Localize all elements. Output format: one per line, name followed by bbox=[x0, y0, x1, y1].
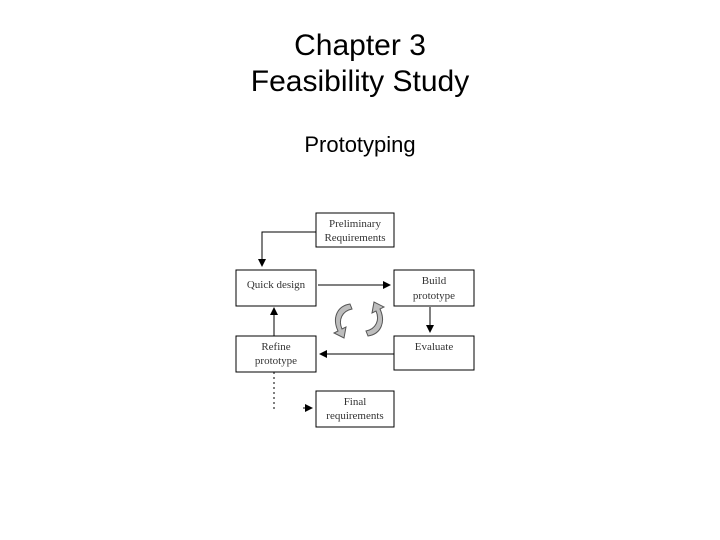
box-quick-design: Quick design bbox=[235, 269, 317, 307]
slide-title: Chapter 3 Feasibility Study bbox=[0, 28, 720, 100]
box-text: Refine bbox=[261, 341, 290, 353]
box-preliminary-requirements: Preliminary Requirements bbox=[315, 212, 395, 248]
box-evaluate: Evaluate bbox=[393, 335, 475, 371]
title-line-2: Feasibility Study bbox=[250, 65, 470, 98]
box-refine-prototype: Refine prototype bbox=[235, 335, 317, 373]
box-text: Preliminary bbox=[329, 218, 381, 230]
arrow-preliminary-to-quick bbox=[258, 231, 316, 267]
box-build-prototype: Build prototype bbox=[393, 269, 475, 307]
box-text: Quick design bbox=[247, 279, 306, 291]
box-text: Final bbox=[344, 396, 367, 408]
cycle-arrows-icon bbox=[332, 301, 386, 339]
box-text: prototype bbox=[413, 290, 455, 302]
box-final-requirements: Final requirements bbox=[315, 390, 395, 428]
box-text: Evaluate bbox=[415, 341, 454, 353]
box-text: Requirements bbox=[324, 232, 385, 244]
box-text: prototype bbox=[255, 355, 297, 367]
connectors bbox=[258, 231, 434, 412]
box-text: requirements bbox=[326, 410, 383, 422]
box-text: Build bbox=[422, 275, 447, 287]
slide-subtitle: Prototyping bbox=[304, 132, 416, 157]
title-line-1: Chapter 3 bbox=[294, 29, 426, 62]
